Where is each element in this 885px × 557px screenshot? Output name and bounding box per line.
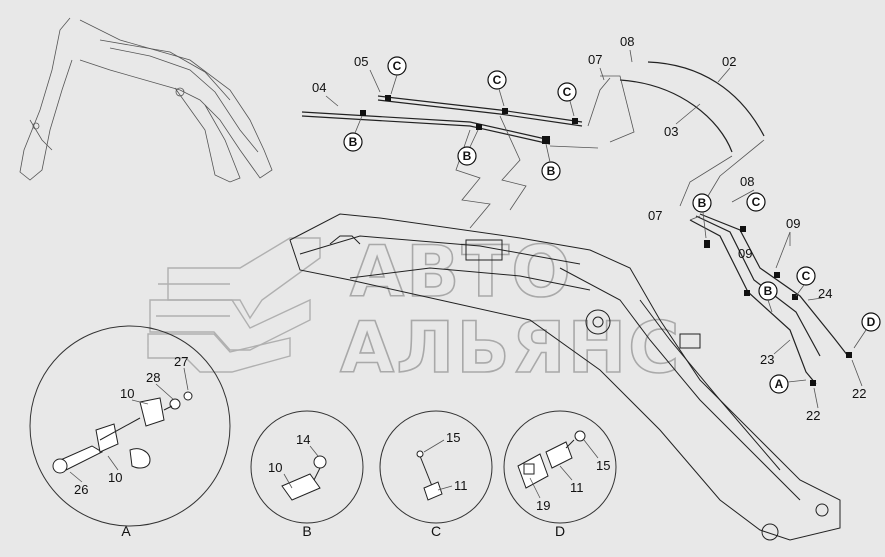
part-label-07: 07 bbox=[648, 208, 662, 223]
detail-a-label-27: 27 bbox=[174, 354, 188, 369]
part-label-22: 22 bbox=[806, 408, 820, 423]
detail-b-label-10: 10 bbox=[268, 460, 282, 475]
part-label-05: 05 bbox=[354, 54, 368, 69]
callout-b-marker bbox=[343, 132, 363, 152]
detail-d-title: D bbox=[555, 523, 565, 539]
detail-a-label-10: 10 bbox=[108, 470, 122, 485]
part-label-23: 23 bbox=[760, 352, 774, 367]
part-label-24: 24 bbox=[818, 286, 832, 301]
part-label-02: 02 bbox=[722, 54, 736, 69]
hose-lines bbox=[301, 61, 849, 385]
callout-d-label: D bbox=[867, 315, 876, 329]
callout-b-marker bbox=[692, 193, 712, 213]
callout-c-marker bbox=[796, 266, 816, 286]
watermark-logo bbox=[147, 237, 321, 373]
callout-c-marker bbox=[487, 70, 507, 90]
detail-d: 15 11 19 D bbox=[503, 410, 617, 539]
detail-c: 15 11 C bbox=[379, 410, 493, 539]
detail-a-title: A bbox=[121, 523, 131, 539]
detail-c-title: C bbox=[431, 523, 441, 539]
callout-c-label: C bbox=[752, 195, 761, 209]
part-label-08: 08 bbox=[740, 174, 754, 189]
callout-b-label: B bbox=[547, 164, 556, 178]
part-label-07: 07 bbox=[588, 52, 602, 67]
detail-d-label-19: 19 bbox=[536, 498, 550, 513]
part-label-04: 04 bbox=[312, 80, 326, 95]
callout-b-label: B bbox=[764, 284, 773, 298]
callout-d-marker bbox=[861, 312, 881, 332]
detail-b: 14 10 B bbox=[250, 410, 364, 539]
callout-b-marker bbox=[541, 161, 561, 181]
part-label-08: 08 bbox=[620, 34, 634, 49]
detail-c-label-11: 11 bbox=[454, 478, 468, 493]
callout-c-label: C bbox=[393, 59, 402, 73]
detail-b-label-14: 14 bbox=[296, 432, 310, 447]
detail-a-label-28: 28 bbox=[146, 370, 160, 385]
detail-a-label-10: 10 bbox=[120, 386, 134, 401]
watermark-line1: АВТО bbox=[350, 231, 573, 313]
detail-d-label-11: 11 bbox=[570, 480, 584, 495]
detail-c-label-15: 15 bbox=[446, 430, 460, 445]
callout-a-marker bbox=[769, 374, 789, 394]
callout-a-label: A bbox=[775, 377, 784, 391]
leader-lines bbox=[325, 49, 863, 409]
callout-c-label: C bbox=[802, 269, 811, 283]
callout-b-label: B bbox=[698, 196, 707, 210]
excavator-inset bbox=[19, 17, 273, 183]
detail-d-label-15: 15 bbox=[596, 458, 610, 473]
detail-a-label-26: 26 bbox=[74, 482, 88, 497]
callout-b-label: B bbox=[349, 135, 358, 149]
callout-markers: C C C C C B B B B B A D bbox=[343, 56, 881, 394]
part-label-22: 22 bbox=[852, 386, 866, 401]
callout-c-label: C bbox=[563, 85, 572, 99]
callout-c-marker bbox=[557, 82, 577, 102]
watermark-line2: АЛЬЯНС bbox=[340, 307, 682, 389]
part-label-09: 09 bbox=[738, 246, 752, 261]
part-label-09: 09 bbox=[786, 216, 800, 231]
callout-b-marker bbox=[457, 146, 477, 166]
boom-outline bbox=[289, 213, 841, 541]
callout-b-label: B bbox=[463, 149, 472, 163]
part-labels: 02 03 04 05 07 08 07 08 09 09 22 22 23 2… bbox=[312, 34, 866, 423]
callout-c-marker bbox=[746, 192, 766, 212]
clamps bbox=[360, 95, 852, 386]
detail-b-title: B bbox=[302, 523, 311, 539]
part-label-03: 03 bbox=[664, 124, 678, 139]
detail-a: 27 28 10 26 10 A bbox=[29, 325, 231, 539]
callout-c-label: C bbox=[493, 73, 502, 87]
